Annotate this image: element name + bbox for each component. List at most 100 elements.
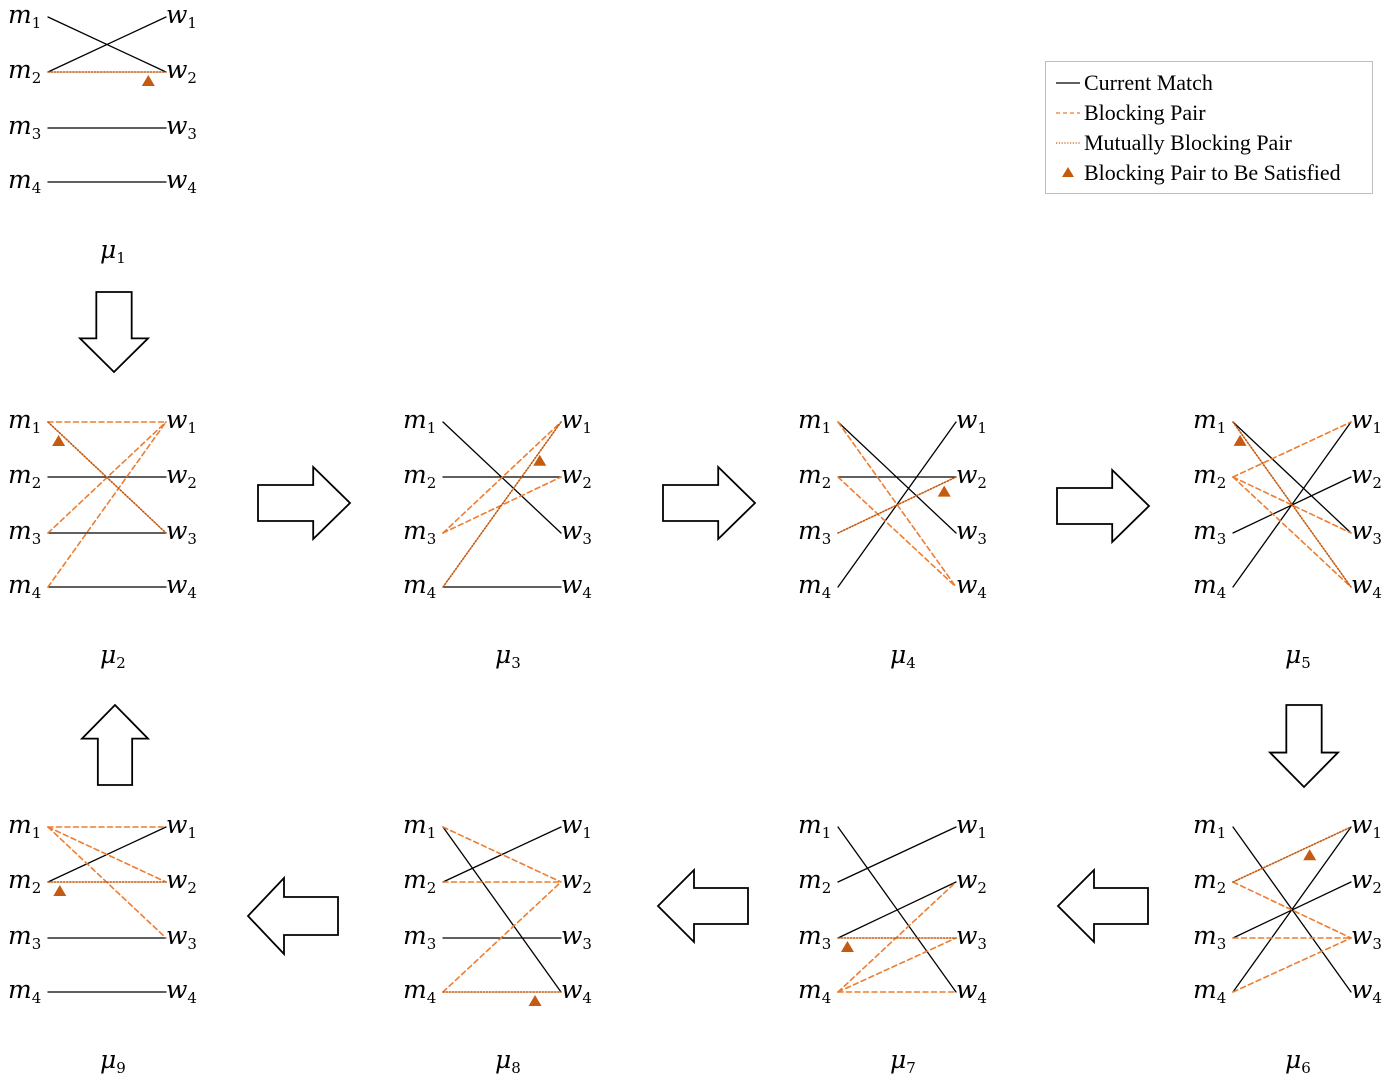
woman-label: w4 (1351, 570, 1382, 603)
blocking-pair-line (442, 826, 562, 883)
legend: Current Match Blocking Pair Mutually Blo… (1045, 61, 1373, 194)
woman-label: w2 (166, 460, 197, 493)
man-label: m3 (798, 516, 832, 549)
arrow-right-icon (257, 464, 352, 542)
woman-label: w1 (561, 405, 592, 438)
woman-label: w3 (1351, 516, 1382, 549)
legend-label: Blocking Pair to Be Satisfied (1084, 160, 1341, 185)
panel-caption-mu1: μ1 (100, 235, 126, 268)
woman-label: w4 (1351, 975, 1382, 1008)
panel-mu6 (1232, 826, 1352, 993)
woman-label: w4 (166, 570, 197, 603)
woman-label: w2 (561, 460, 592, 493)
mutual-blocking-line (47, 421, 167, 534)
man-label: m4 (8, 570, 42, 603)
match-line (1232, 421, 1352, 534)
mutual-blocking-line (1232, 421, 1352, 588)
panel-mu1 (47, 16, 167, 183)
panel-mu5 (1232, 421, 1352, 588)
arrow-right-icon (662, 464, 757, 542)
man-label: m2 (1193, 460, 1227, 493)
man-label: m1 (8, 405, 42, 438)
woman-label: w1 (1351, 405, 1382, 438)
woman-label: w3 (166, 921, 197, 954)
panel-caption-mu4: μ4 (890, 640, 916, 673)
legend-swatch-current-match (1056, 82, 1080, 84)
legend-label: Blocking Pair (1084, 100, 1206, 125)
panel-mu4 (837, 421, 957, 588)
woman-label: w3 (561, 516, 592, 549)
blocking-pair-to-satisfy-triangle (533, 454, 547, 466)
panel-caption-mu8: μ8 (495, 1045, 521, 1078)
man-label: m1 (798, 810, 832, 843)
man-label: m1 (798, 405, 832, 438)
blocking-pair-line (1232, 421, 1352, 478)
man-label: m1 (1193, 405, 1227, 438)
panel-mu7 (837, 826, 957, 993)
man-label: m1 (403, 810, 437, 843)
panel-mu2 (47, 421, 167, 588)
match-line (837, 881, 957, 939)
man-label: m4 (403, 570, 437, 603)
mutual-blocking-line (442, 421, 562, 588)
panel-caption-mu3: μ3 (495, 640, 521, 673)
blocking-pair-line (1232, 476, 1352, 534)
woman-label: w4 (956, 570, 987, 603)
man-label: m4 (403, 975, 437, 1008)
legend-item-blocking-pair: Blocking Pair (1046, 98, 1372, 128)
blocking-pair-line (47, 826, 167, 883)
match-line (837, 826, 957, 883)
legend-item-mutually-blocking-pair: Mutually Blocking Pair (1046, 128, 1372, 158)
woman-label: w3 (166, 111, 197, 144)
blocking-pair-to-satisfy-triangle (53, 885, 67, 896)
woman-label: w2 (1351, 460, 1382, 493)
man-label: m2 (403, 460, 437, 493)
panel-caption-mu9: μ9 (100, 1045, 126, 1078)
man-label: m3 (8, 921, 42, 954)
legend-item-current-match: Current Match (1046, 68, 1372, 98)
panel-caption-mu6: μ6 (1285, 1045, 1311, 1078)
blocking-pair-to-satisfy-triangle (141, 75, 155, 86)
woman-label: w2 (1351, 865, 1382, 898)
man-label: m3 (1193, 921, 1227, 954)
arrow-left-icon (246, 875, 339, 957)
man-label: m1 (8, 0, 42, 33)
man-label: m3 (403, 516, 437, 549)
man-label: m2 (8, 55, 42, 88)
blocking-pair-to-satisfy-triangle (528, 995, 542, 1006)
mutual-blocking-line (1232, 826, 1352, 883)
arrow-up-icon (79, 703, 151, 786)
man-label: m4 (798, 570, 832, 603)
blocking-pair-line (837, 476, 957, 588)
blocking-pair-line (1232, 881, 1352, 939)
panel-mu3 (442, 421, 562, 588)
blocking-pair-line (442, 881, 562, 993)
man-label: m4 (798, 975, 832, 1008)
man-label: m3 (798, 921, 832, 954)
blocking-pair-to-satisfy-triangle (1303, 849, 1317, 861)
man-label: m2 (403, 865, 437, 898)
man-label: m2 (798, 460, 832, 493)
woman-label: w4 (561, 570, 592, 603)
man-label: m1 (403, 405, 437, 438)
woman-label: w1 (166, 0, 197, 33)
woman-label: w4 (166, 165, 197, 198)
man-label: m1 (8, 810, 42, 843)
woman-label: w2 (956, 460, 987, 493)
woman-label: w2 (166, 865, 197, 898)
woman-label: w1 (561, 810, 592, 843)
woman-label: w1 (956, 810, 987, 843)
woman-label: w2 (166, 55, 197, 88)
woman-label: w2 (956, 865, 987, 898)
woman-label: w4 (561, 975, 592, 1008)
woman-label: w3 (956, 921, 987, 954)
blocking-pair-line (442, 476, 562, 534)
man-label: m3 (1193, 516, 1227, 549)
match-line (47, 16, 167, 73)
woman-label: w1 (1351, 810, 1382, 843)
panel-mu8 (442, 826, 562, 1006)
panel-caption-mu2: μ2 (100, 640, 126, 673)
man-label: m3 (8, 516, 42, 549)
arrow-right-icon (1056, 467, 1151, 545)
